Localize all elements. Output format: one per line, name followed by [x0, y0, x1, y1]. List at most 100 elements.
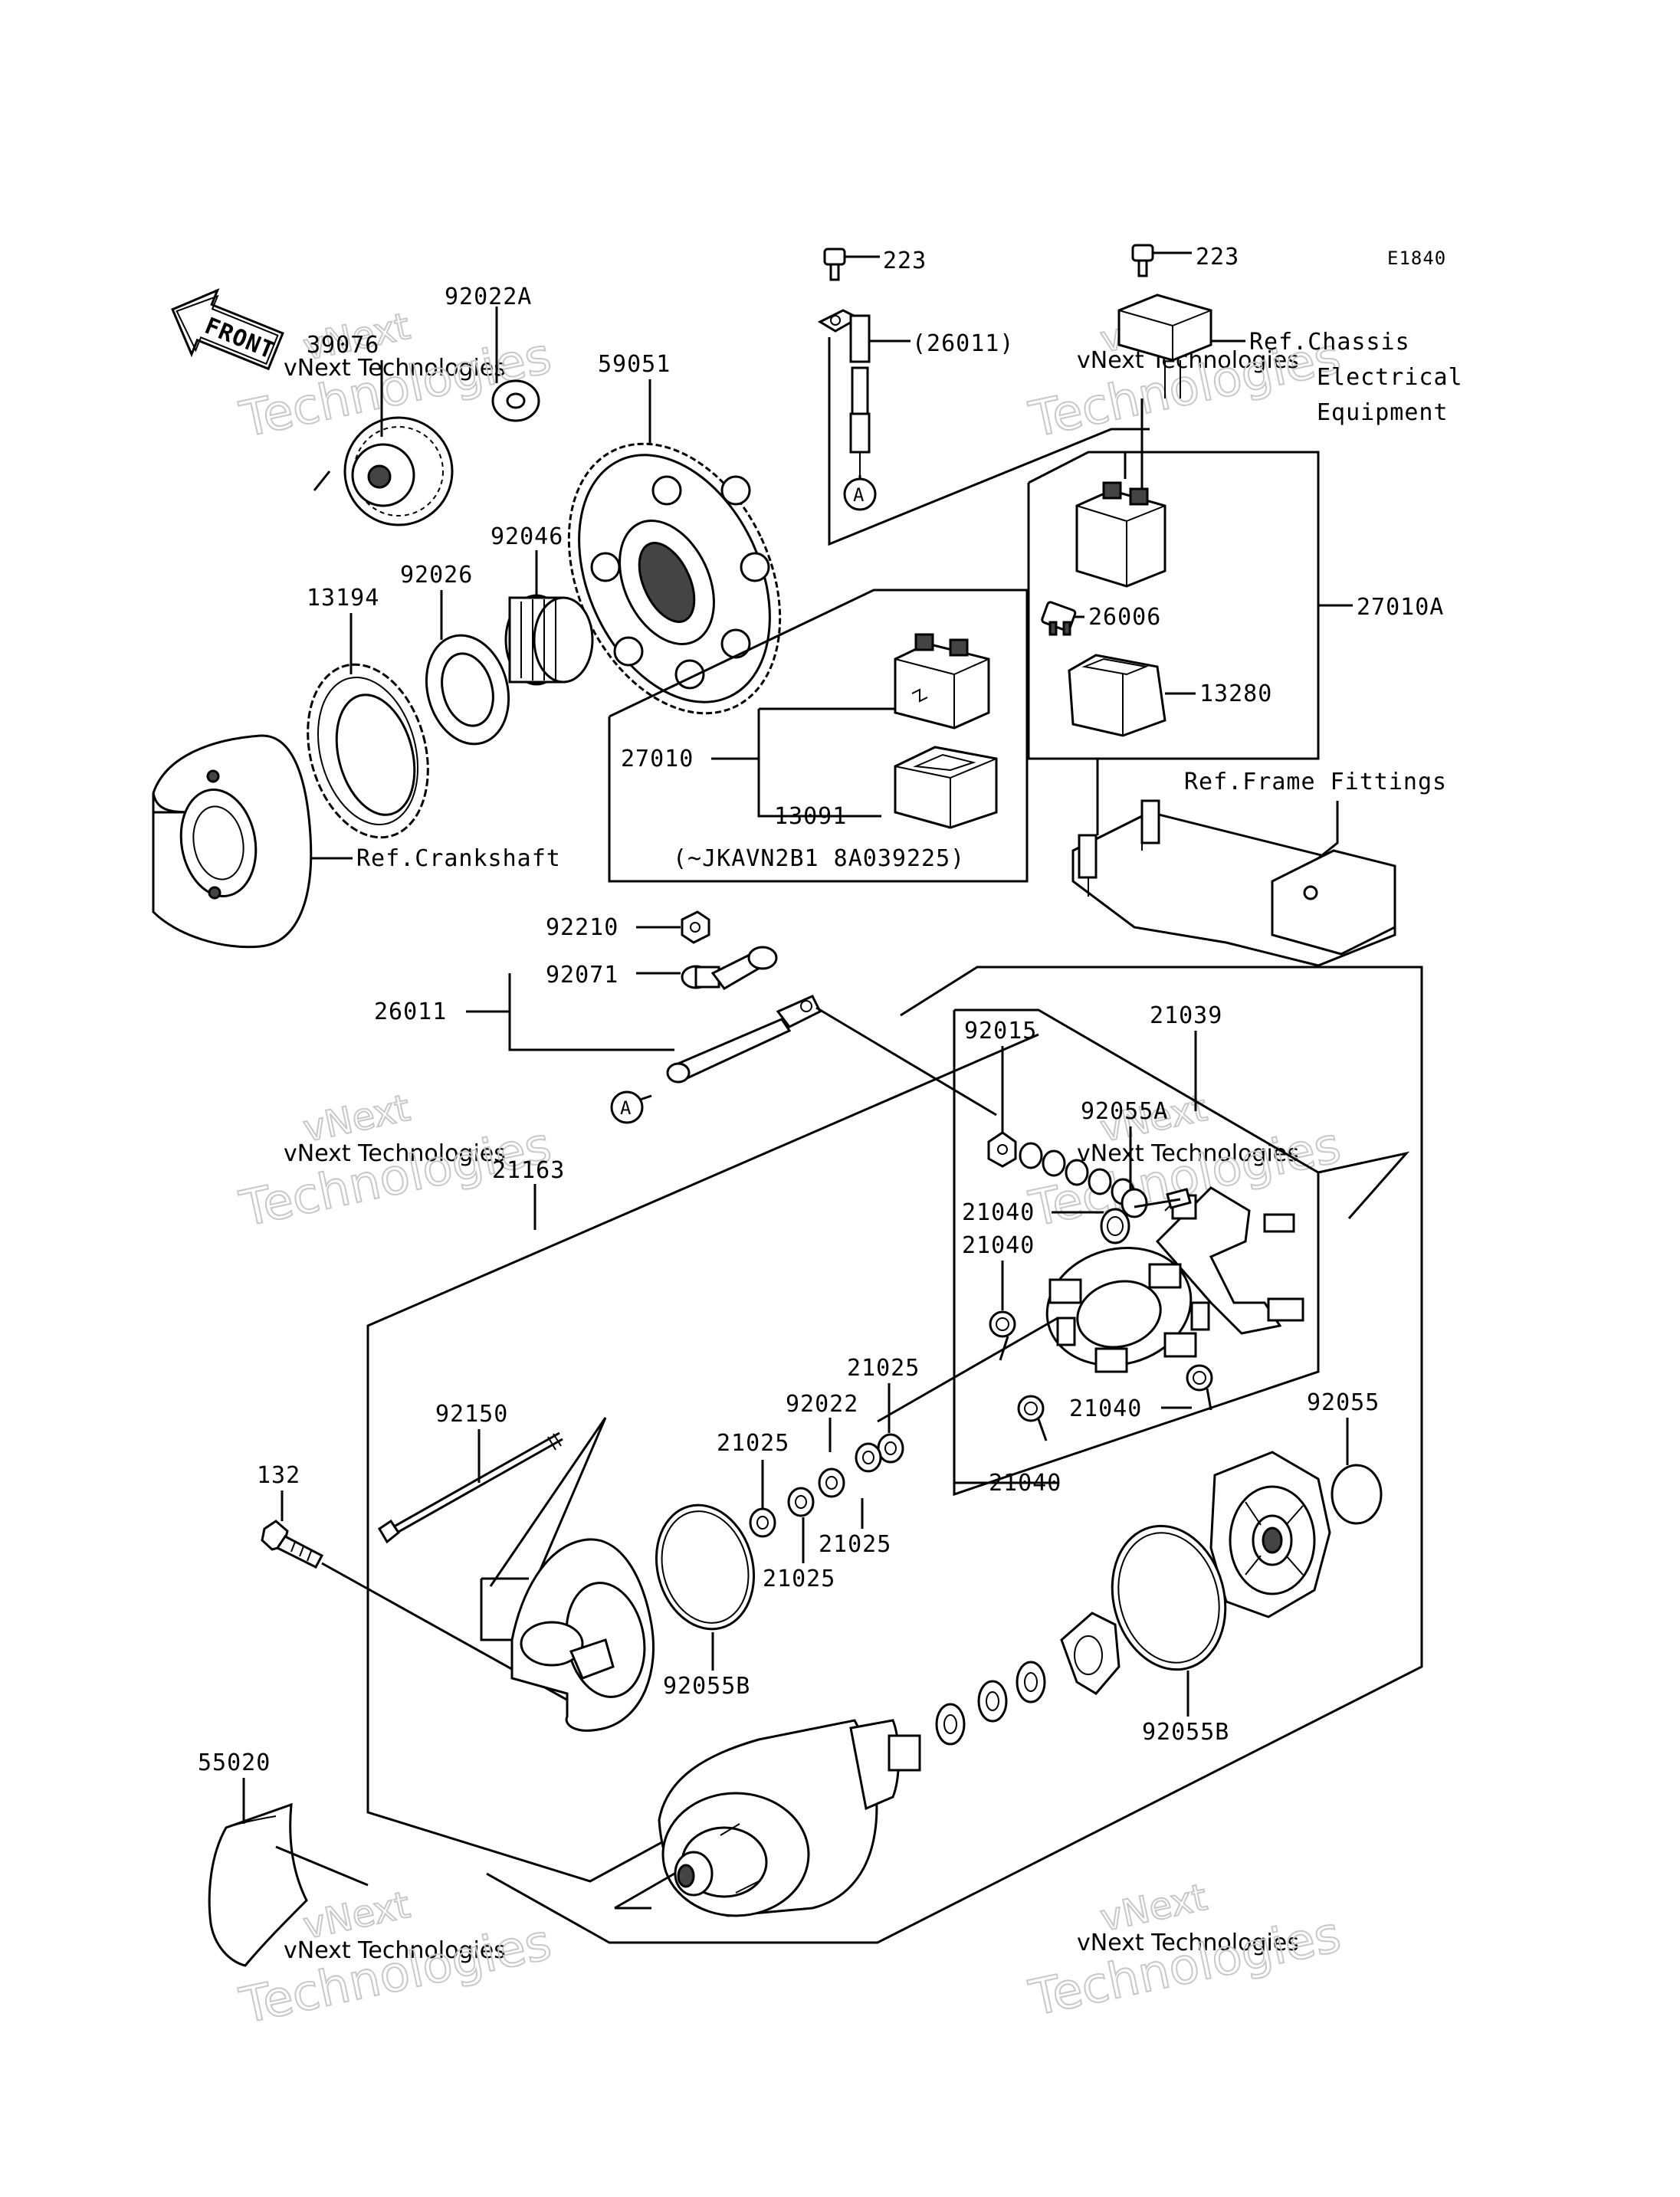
label-55020: 55020	[198, 1749, 271, 1776]
cable-26011-upper	[817, 309, 871, 475]
bolt-132	[261, 1520, 324, 1569]
cover-frame-left	[480, 1579, 512, 1641]
label-21163: 21163	[492, 1157, 565, 1184]
nut-92015	[987, 1131, 1017, 1168]
washer-92022	[855, 1442, 882, 1473]
leader-27010-group	[757, 709, 881, 818]
brush-terminal-plate	[1155, 1186, 1304, 1335]
leader-26011-low	[508, 1012, 674, 1051]
box-27010	[608, 589, 1029, 883]
cable-boot-92071	[681, 946, 778, 990]
label-21040-c: 21040	[1069, 1395, 1142, 1422]
spring-21040-bottom	[1017, 1395, 1048, 1441]
label-21040-d: 21040	[989, 1470, 1061, 1497]
label-21025-b: 21025	[717, 1430, 789, 1457]
label-223-right: 223	[1196, 244, 1239, 271]
label-59051: 59051	[598, 351, 671, 378]
starter-relay-27010A	[1075, 481, 1166, 588]
washer-92026	[425, 634, 510, 746]
o-ring-92055A	[1121, 1188, 1148, 1218]
label-ref-crank: Ref.Crankshaft	[356, 845, 561, 872]
armature-housing	[658, 1719, 921, 1917]
box-21163-right	[486, 966, 1423, 1944]
label-21040-a: 21040	[962, 1199, 1035, 1226]
starter-idle-gear-39076	[313, 416, 454, 526]
washer-21025-c	[818, 1467, 845, 1498]
label-92022: 92022	[786, 1391, 858, 1418]
leader-55020-motor	[275, 1845, 369, 1887]
starter-front-cover	[510, 1538, 655, 1732]
label-21025-d: 21025	[763, 1566, 835, 1592]
box-21163-left	[366, 1033, 1039, 1883]
cover-55020	[208, 1802, 308, 1967]
marker-a-bottom: A	[610, 1090, 644, 1124]
washer-axis	[877, 1317, 1058, 1423]
label-13280: 13280	[1199, 680, 1272, 707]
spring-21040-right	[1186, 1364, 1213, 1411]
nut-92210	[681, 910, 710, 944]
leader-ref-frame	[1317, 801, 1339, 860]
relay-holder-13091	[894, 746, 998, 829]
box-21039	[953, 1008, 1320, 1497]
relay-holder-13280	[1068, 654, 1166, 737]
diagram-code: E1840	[1387, 248, 1446, 269]
box-27010A	[1028, 451, 1320, 760]
label-92071: 92071	[546, 962, 619, 989]
needle-bearing-92046	[504, 594, 594, 686]
screw-223-right	[1131, 244, 1154, 277]
label-92055B-right: 92055B	[1142, 1719, 1229, 1746]
watermark-text: vNext Technologies	[1077, 1930, 1299, 1956]
label-92055: 92055	[1307, 1389, 1380, 1416]
front-arrow: FRONT	[171, 288, 284, 371]
svg-text:A: A	[620, 1097, 632, 1119]
label-39076: 39076	[307, 332, 379, 359]
starter-gear-59051	[567, 442, 782, 715]
label-ref-frame: Ref.Frame Fittings	[1184, 769, 1447, 795]
brush-holder-21039	[1045, 1246, 1210, 1373]
label-92026: 92026	[400, 562, 473, 589]
label-21040-b: 21040	[962, 1232, 1035, 1259]
washer-21025-a	[877, 1433, 904, 1464]
washer-92022A	[491, 379, 540, 422]
o-ring-92055	[1331, 1464, 1383, 1525]
label-13091: 13091	[774, 803, 847, 830]
through-bolt-92150	[377, 1431, 563, 1544]
label-92055A: 92055A	[1081, 1098, 1168, 1125]
one-way-clutch-13194	[307, 663, 429, 839]
watermark-text: vNext Technologies	[1077, 1140, 1299, 1167]
label-26011: 26011	[374, 998, 447, 1025]
washers-terminal	[1019, 1142, 1135, 1205]
box-27010A-left	[1027, 483, 1088, 760]
brush-21040-top	[1100, 1208, 1130, 1244]
relay-cover	[1117, 293, 1212, 398]
label-92210: 92210	[546, 914, 619, 941]
watermark-bottom-right: vNext vNext Technologies Technologies	[1024, 1875, 1347, 2028]
label-92046: 92046	[491, 523, 563, 550]
leader-bolt-axis	[489, 1417, 607, 1587]
shims-armature	[935, 1661, 1046, 1746]
label-21025-c: 21025	[819, 1531, 891, 1558]
label-21025-a: 21025	[847, 1355, 920, 1382]
label-26006: 26006	[1088, 604, 1161, 631]
leader-cable-to-nut	[815, 1006, 997, 1117]
crankshaft-rotor	[152, 734, 313, 949]
label-223-left: 223	[883, 248, 927, 274]
washer-21025-e	[749, 1507, 776, 1538]
cable-26011-lower	[666, 995, 822, 1084]
label-ref-chassis-3: Equipment	[1317, 399, 1449, 426]
watermark-technologies: Technologies	[1025, 1907, 1346, 2028]
label-27010A: 27010A	[1357, 594, 1444, 621]
spring-21040-left	[989, 1310, 1016, 1361]
screw-223-left	[823, 248, 846, 281]
label-92015: 92015	[964, 1018, 1037, 1044]
motor-axis-lead	[614, 1872, 675, 1910]
label-132: 132	[257, 1462, 300, 1489]
starter-end-cover	[1209, 1451, 1331, 1618]
frame-fitting-bracket	[1071, 799, 1396, 967]
label-27010: 27010	[621, 746, 694, 772]
fuse-26006	[1041, 601, 1077, 636]
label-ref-chassis-1: Ref.Chassis	[1249, 329, 1410, 356]
label-21039: 21039	[1150, 1002, 1222, 1029]
terminal-bolt	[1134, 1198, 1181, 1208]
